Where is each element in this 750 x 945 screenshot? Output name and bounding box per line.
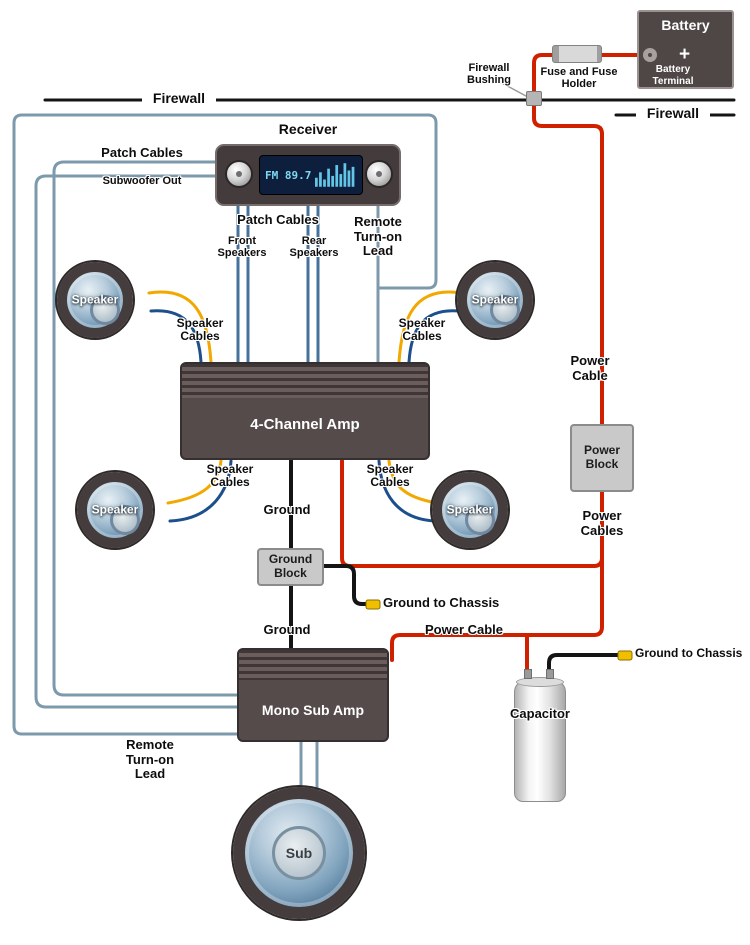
rear-speakers-label: Rear Speakers: [289, 235, 339, 260]
receiver-display: FM 89.7: [259, 155, 363, 195]
four-channel-amp-label: 4-Channel Amp: [250, 416, 360, 433]
bushing-pointer-line: [499, 81, 527, 97]
subwoofer: Sub: [233, 787, 365, 919]
speaker-dustcap-icon: [465, 505, 495, 535]
ground-block-label: Ground Block: [268, 552, 313, 580]
front-speakers-label: Front Speakers: [217, 235, 267, 260]
remote-turnon-loop-wire: [12, 113, 438, 736]
speaker-tl-wire-blue: [149, 309, 203, 364]
speaker-top-left: Speaker: [57, 262, 133, 338]
speaker-label: Speaker: [71, 292, 119, 307]
speaker-dustcap-icon: [90, 295, 120, 325]
speaker-tl-wire-yellow: [147, 290, 213, 364]
capacitor-positive-terminal-icon: [524, 669, 532, 679]
power-wire-block-to-mono: [390, 490, 604, 662]
firewall-label-left: Firewall: [142, 90, 216, 107]
chassis-lug-left-icon: [365, 599, 381, 610]
capacitor-negative-terminal-icon: [546, 669, 554, 679]
amp-heatsink-ribs-icon: [239, 650, 387, 680]
subwoofer-dustcap-icon: Sub: [272, 826, 326, 880]
ground-to-chassis-label-left: Ground to Chassis: [383, 595, 500, 610]
mono-sub-amp-box: Mono Sub Amp: [237, 648, 389, 742]
ground-block: Ground Block: [257, 548, 324, 586]
speaker-label: Speaker: [446, 502, 494, 517]
ground-label-lower: Ground: [263, 622, 311, 637]
remote-turnon-lead-label-bottom: Remote Turn-on Lead: [125, 737, 175, 782]
speaker-cables-label-tl: Speaker Cables: [176, 316, 224, 344]
speaker-top-right: Speaker: [457, 262, 533, 338]
radio-station-text: FM 89.7: [265, 168, 312, 182]
ground-label-upper: Ground: [263, 502, 311, 517]
receiver-label: Receiver: [278, 121, 338, 137]
speaker-bottom-left: Speaker: [77, 472, 153, 548]
power-cable-label-lower: Power Cable: [424, 622, 504, 637]
mono-sub-amp-label: Mono Sub Amp: [261, 702, 365, 718]
subwoofer-patch-wire-a: [52, 160, 240, 697]
patch-cables-left-label-group: Patch Cables Subwoofer Out: [94, 145, 190, 187]
subwoofer-patch-wire-b: [34, 174, 240, 709]
battery-box: Battery + Battery Terminal: [637, 10, 734, 89]
speaker-label: Speaker: [91, 502, 139, 517]
spectrum-bars-icon: [315, 163, 355, 187]
power-block: Power Block: [570, 424, 634, 492]
speaker-cables-label-tr: Speaker Cables: [398, 316, 446, 344]
four-channel-amp-box: 4-Channel Amp: [180, 362, 430, 460]
speaker-tr-wire-blue: [407, 309, 461, 364]
capacitor-top-icon: [516, 677, 564, 687]
power-cables-label: Power Cables: [580, 508, 624, 538]
speaker-label: Speaker: [471, 292, 519, 307]
speaker-bl-wire-blue: [168, 459, 233, 523]
fuse-holder: [552, 45, 602, 63]
speaker-br-wire-yellow: [387, 459, 439, 505]
patch-cables-center-label: Patch Cables: [237, 212, 319, 227]
receiver-box: FM 89.7: [215, 144, 401, 206]
speaker-tr-wire-yellow: [397, 290, 463, 364]
volume-knob-icon: [225, 160, 253, 188]
speaker-cables-label-br: Speaker Cables: [366, 462, 414, 490]
capacitor-label: Capacitor: [510, 706, 570, 721]
firewall-bushing-label: Firewall Bushing: [467, 62, 511, 87]
ground-to-chassis-label-right: Ground to Chassis: [635, 646, 743, 660]
capacitor-body: [514, 669, 566, 802]
fuse-label: Fuse and Fuse Holder: [540, 66, 618, 91]
sub-label: Sub: [285, 845, 313, 861]
speaker-cables-label-bl: Speaker Cables: [206, 462, 254, 490]
firewall-bushing: [526, 91, 542, 106]
battery-plus-sign: +: [679, 44, 691, 65]
amp-heatsink-ribs-icon: [182, 364, 428, 398]
firewall-label-right: Firewall: [636, 105, 710, 122]
battery-terminal-label: Battery Terminal: [652, 64, 694, 87]
speaker-dustcap-icon: [110, 505, 140, 535]
subwoofer-out-label: Subwoofer Out: [102, 174, 182, 187]
chassis-lug-right-icon: [617, 650, 633, 661]
battery-terminal-icon: [643, 48, 657, 62]
speaker-bl-wire-yellow: [166, 459, 223, 505]
power-wire-battery-to-block: [532, 53, 657, 426]
remote-turnon-lead-label: Remote Turn-on Lead: [353, 214, 403, 259]
tuning-knob-icon: [365, 160, 393, 188]
power-cable-label: Power Cable: [570, 353, 610, 383]
speaker-bottom-right: Speaker: [432, 472, 508, 548]
speaker-dustcap-icon: [490, 295, 520, 325]
battery-label: Battery: [661, 17, 710, 33]
ground-wire-capacitor-to-chassis: [547, 653, 620, 678]
ground-wire-block-to-chassis: [322, 564, 368, 606]
power-block-label: Power Block: [583, 443, 620, 471]
speaker-br-wire-blue: [377, 459, 437, 523]
patch-cables-left-label: Patch Cables: [101, 145, 183, 160]
